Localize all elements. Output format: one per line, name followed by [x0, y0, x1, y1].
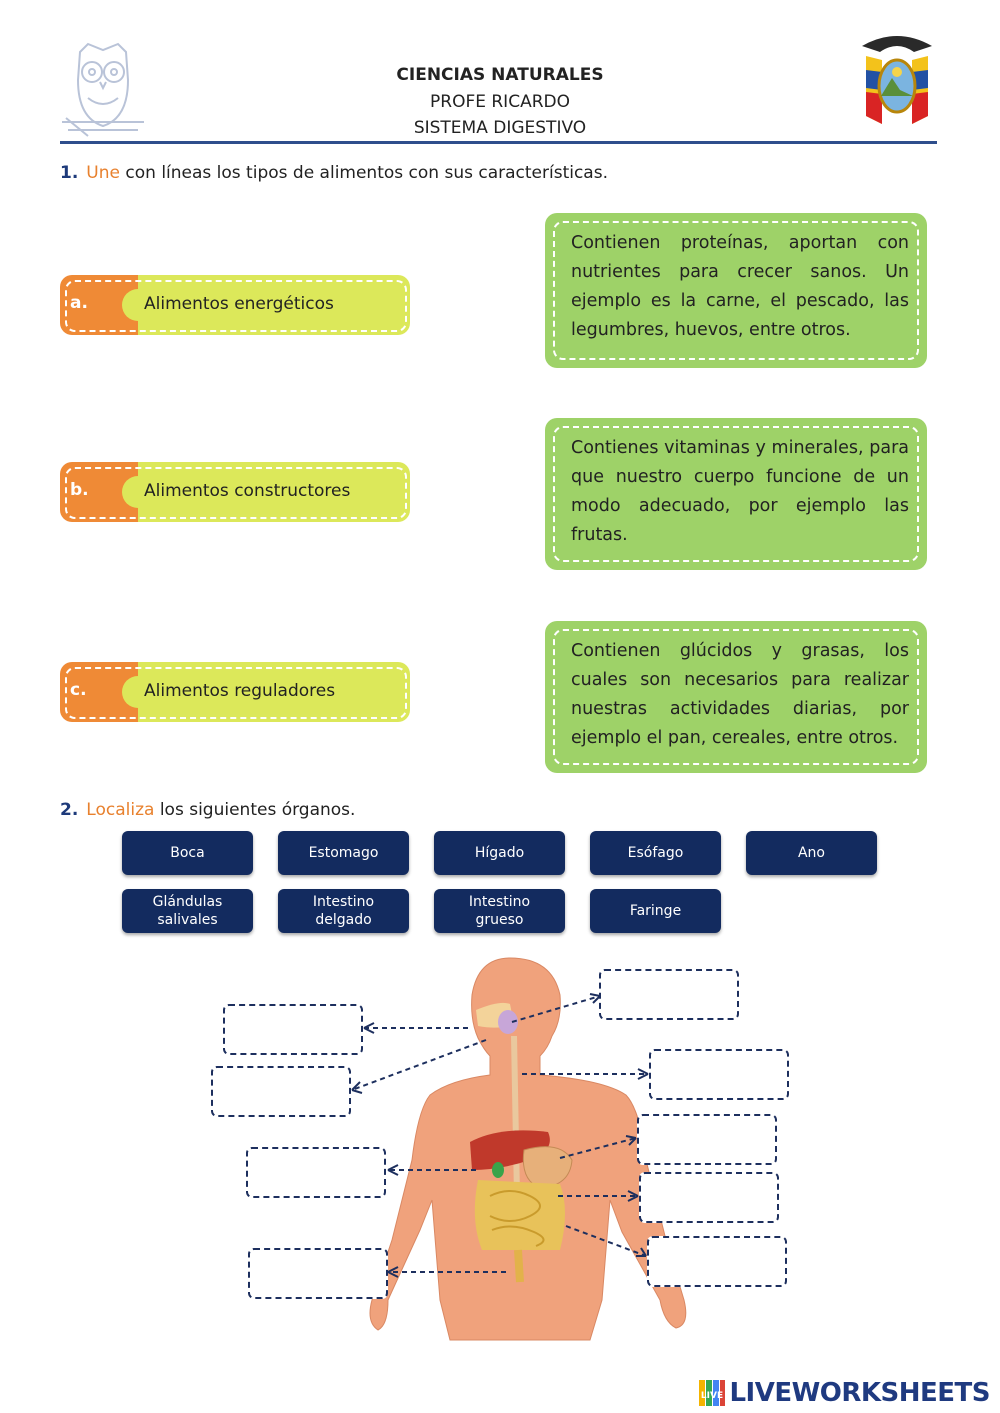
answer-box-2[interactable]: [211, 1066, 351, 1117]
organ-chip-higado[interactable]: Hígado: [434, 831, 565, 875]
description-card-1[interactable]: Contienen proteínas, aportan con nutrien…: [545, 213, 927, 368]
answer-box-6[interactable]: [649, 1049, 789, 1100]
answer-box-7[interactable]: [637, 1114, 777, 1165]
question-text: con líneas los tipos de alimentos con su…: [125, 163, 608, 183]
header-divider: [60, 141, 937, 144]
answer-box-8[interactable]: [639, 1172, 779, 1223]
owl-logo-icon: [58, 40, 148, 140]
question-verb: Une: [86, 163, 120, 183]
description-card-2[interactable]: Contienes vitaminas y minerales, para qu…: [545, 418, 927, 570]
food-type-letter: c.: [70, 680, 87, 700]
liveworksheets-brand: LIVEWORKSHEETS: [729, 1378, 990, 1408]
organ-chip-intestino-delgado[interactable]: Intestino delgado: [278, 889, 409, 933]
description-text: Contienen proteínas, aportan con nutrien…: [571, 233, 909, 340]
question-text: los siguientes órganos.: [159, 800, 356, 820]
liveworksheets-logo: LIVE LIVEWORKSHEETS: [699, 1378, 990, 1408]
food-type-letter: b.: [70, 480, 89, 500]
teacher-name: PROFE RICARDO: [430, 92, 570, 112]
food-type-c[interactable]: c. Alimentos reguladores: [60, 662, 410, 722]
organ-chip-esofago[interactable]: Esófago: [590, 831, 721, 875]
question-number: 2.: [60, 800, 79, 820]
description-text: Contienen glúcidos y grasas, los cuales …: [571, 641, 909, 748]
food-type-label: Alimentos reguladores: [144, 681, 336, 701]
liveworksheets-mark-icon: LIVE: [699, 1380, 726, 1406]
food-type-label: Alimentos constructores: [144, 481, 351, 501]
worksheet-subject: CIENCIAS NATURALES: [396, 65, 604, 85]
answer-box-9[interactable]: [647, 1236, 787, 1287]
food-type-a[interactable]: a. Alimentos energéticos: [60, 275, 410, 335]
worksheet-topic: SISTEMA DIGESTIVO: [413, 118, 587, 138]
organ-chip-faringe[interactable]: Faringe: [590, 889, 721, 933]
pointer-arrows: [351, 993, 649, 1278]
organ-chip-ano[interactable]: Ano: [746, 831, 877, 875]
organ-chip-boca[interactable]: Boca: [122, 831, 253, 875]
human-body-figure: [369, 957, 687, 1341]
description-text: Contienes vitaminas y minerales, para qu…: [571, 438, 909, 545]
question-2-prompt: 2. Localiza los siguientes órganos.: [60, 800, 355, 820]
question-1-prompt: 1. Une con líneas los tipos de alimentos …: [60, 163, 608, 183]
question-verb: Localiza: [86, 800, 155, 820]
ecuador-coat-of-arms-icon: [852, 30, 942, 128]
organ-chip-intestino-grueso[interactable]: Intestino grueso: [434, 889, 565, 933]
food-type-b[interactable]: b. Alimentos constructores: [60, 462, 410, 522]
food-type-label: Alimentos energéticos: [144, 294, 334, 314]
question-number: 1.: [60, 163, 79, 183]
digestive-system-diagram: [351, 957, 687, 1341]
organ-chip-glandulas-salivales[interactable]: Glándulas salivales: [122, 889, 253, 933]
answer-box-3[interactable]: [246, 1147, 386, 1198]
liveworksheets-mark-text: LIVE: [701, 1391, 723, 1401]
answer-box-1[interactable]: [223, 1004, 363, 1055]
answer-box-4[interactable]: [248, 1248, 388, 1299]
organ-chip-estomago[interactable]: Estomago: [278, 831, 409, 875]
food-type-letter: a.: [70, 293, 88, 313]
answer-box-5[interactable]: [599, 969, 739, 1020]
description-card-3[interactable]: Contienen glúcidos y grasas, los cuales …: [545, 621, 927, 773]
